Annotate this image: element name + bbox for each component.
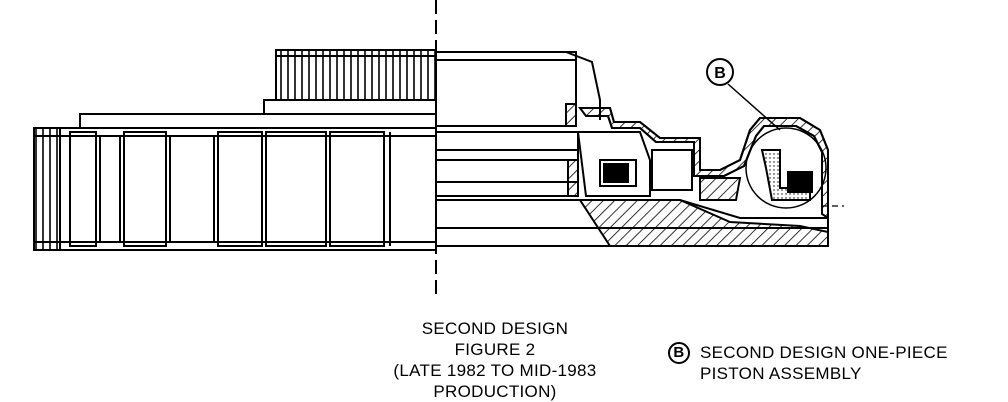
caption-line-3: (LATE 1982 TO MID-1983 PRODUCTION) (393, 361, 597, 401)
piston-assembly-drawing: B (33, 0, 844, 300)
legend-line-1: SECOND DESIGN ONE-PIECE (700, 343, 948, 362)
legend-b-marker: B (668, 342, 690, 364)
detail-circle (745, 127, 827, 209)
figure-caption: SECOND DESIGN FIGURE 2 (LATE 1982 TO MID… (330, 318, 660, 402)
callout-leader (727, 83, 781, 131)
knurled-ring (275, 49, 437, 101)
callout-b: B (706, 58, 734, 86)
caption-line-1: SECOND DESIGN (421, 319, 569, 338)
splined-drum (33, 127, 437, 251)
hub-shoulder (79, 99, 437, 129)
caption-line-2: FIGURE 2 (454, 340, 536, 359)
callout-b-label: B (714, 65, 726, 82)
legend-line-2: PISTON ASSEMBLY (700, 364, 862, 383)
housing-section (435, 51, 829, 247)
